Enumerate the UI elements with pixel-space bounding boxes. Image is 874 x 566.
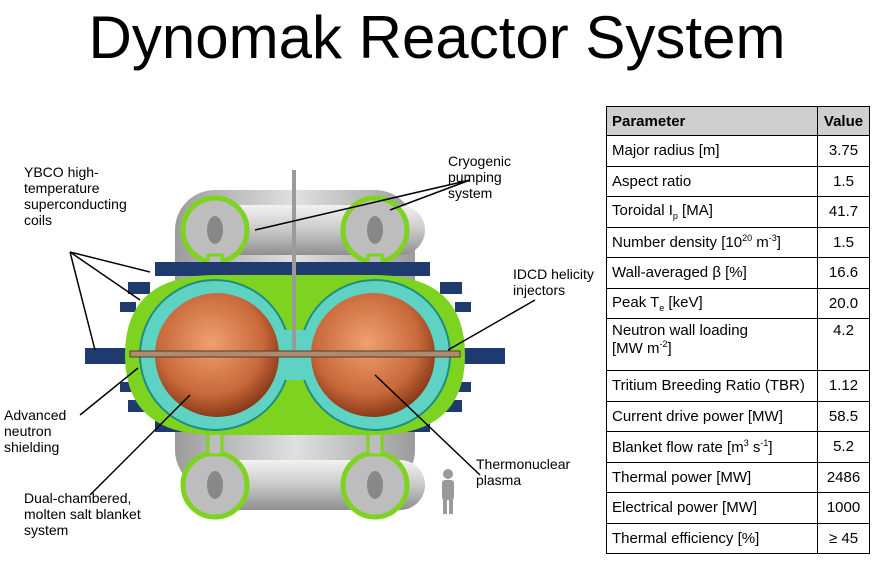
- table-row: Number density [1020 m-3]1.5: [606, 226, 870, 258]
- label-cryogenic-pumping: Cryogenic pumping system: [448, 153, 512, 201]
- parameter-value: 2486: [817, 461, 870, 493]
- table-row: Blanket flow rate [m3 s-1]5.2: [606, 431, 870, 463]
- parameter-value: 58.5: [817, 400, 870, 432]
- parameter-name: Wall-averaged β [%]: [606, 257, 818, 289]
- parameter-name: Number density [1020 m-3]: [606, 226, 818, 258]
- label-neutron-shielding: Advanced neutron shielding: [4, 407, 67, 455]
- parameter-value: 1.12: [817, 370, 870, 402]
- parameter-name: Aspect ratio: [606, 165, 818, 197]
- parameter-value: 20.0: [817, 287, 870, 319]
- parameter-name: Tritium Breeding Ratio (TBR): [606, 370, 818, 402]
- header-parameter: Parameter: [606, 106, 818, 136]
- table-row: Thermal power [MW]2486: [606, 461, 870, 493]
- parameter-value: 5.2: [817, 431, 870, 463]
- parameter-name: Blanket flow rate [m3 s-1]: [606, 431, 818, 463]
- parameter-value: 3.75: [817, 135, 870, 167]
- parameter-value: 1.5: [817, 226, 870, 258]
- central-rod: [292, 170, 296, 350]
- callout-lines: [69, 179, 536, 496]
- parameter-value: 41.7: [817, 196, 870, 228]
- parameter-value: 4.2: [817, 318, 870, 371]
- label-blanket-system: Dual-chambered, molten salt blanket syst…: [24, 490, 141, 538]
- parameter-name: Electrical power [MW]: [606, 492, 818, 524]
- parameter-name: Neutron wall loading[MW m-2]: [606, 318, 818, 371]
- header-value: Value: [817, 106, 870, 136]
- table-row: Current drive power [MW]58.5: [606, 400, 870, 432]
- parameter-name: Thermal power [MW]: [606, 461, 818, 493]
- human-scale-figure: [442, 469, 454, 514]
- cryogenic-pumping-pipe-top: [180, 195, 425, 265]
- parameter-value: 16.6: [817, 257, 870, 289]
- parameter-value: ≥ 45: [817, 522, 870, 554]
- parameter-name: Current drive power [MW]: [606, 400, 818, 432]
- parameter-name: Toroidal Ip [MA]: [606, 196, 818, 228]
- table-row: Major radius [m]3.75: [606, 135, 870, 167]
- table-row: Wall-averaged β [%]16.6: [606, 257, 870, 289]
- label-ybco-coils: YBCO high- temperature superconducting c…: [24, 164, 127, 228]
- table-row: Peak Te [keV]20.0: [606, 287, 870, 319]
- parameter-name: Thermal efficiency [%]: [606, 522, 818, 554]
- parameter-name: Major radius [m]: [606, 135, 818, 167]
- parameter-name: Peak Te [keV]: [606, 287, 818, 319]
- table-row: Electrical power [MW]1000: [606, 492, 870, 524]
- table-row: Toroidal Ip [MA]41.7: [606, 196, 870, 228]
- idcd-injectors: [129, 350, 461, 358]
- parameter-value: 1.5: [817, 165, 870, 197]
- table-row: Tritium Breeding Ratio (TBR)1.12: [606, 370, 870, 402]
- table-row: Neutron wall loading[MW m-2]4.2: [606, 318, 870, 371]
- table-row: Thermal efficiency [%]≥ 45: [606, 522, 870, 554]
- page-title: Dynomak Reactor System: [88, 4, 786, 71]
- cryogenic-pumping-pipe-bottom: [180, 450, 425, 520]
- label-idcd-injectors: IDCD helicity injectors: [513, 266, 594, 298]
- parameter-value: 1000: [817, 492, 870, 524]
- label-thermonuclear-plasma: Thermonuclear plasma: [476, 456, 571, 488]
